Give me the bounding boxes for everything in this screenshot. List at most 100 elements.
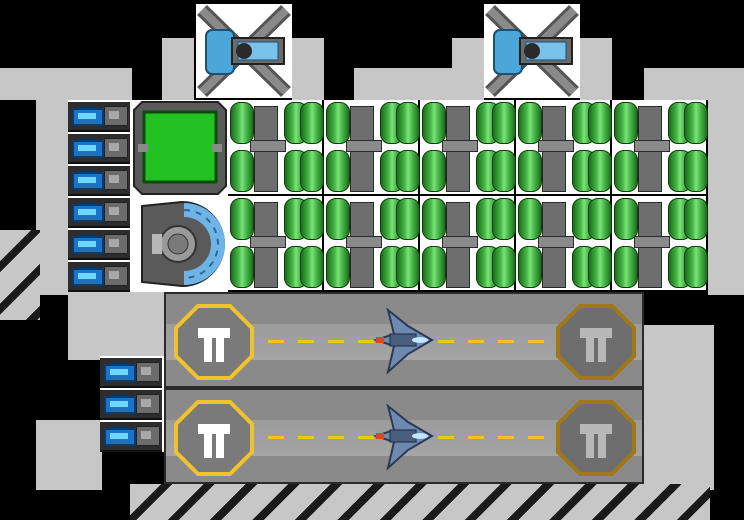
thruster-cell[interactable] — [68, 102, 130, 132]
cargo-tank-module[interactable] — [420, 196, 516, 290]
landing-pad-right-icon — [556, 400, 636, 476]
tank-icon — [588, 150, 612, 192]
nozzle-icon — [104, 234, 128, 254]
fighter-ship-icon[interactable] — [372, 306, 436, 376]
hull-left-lower — [68, 292, 166, 360]
tank-icon — [422, 246, 446, 288]
cargo-tank-module[interactable] — [324, 100, 420, 194]
tank-icon — [684, 102, 708, 144]
pipe-icon — [538, 140, 574, 152]
tank-icon — [396, 102, 420, 144]
hull-top-under-turret-2b — [580, 38, 612, 100]
tank-icon — [422, 150, 446, 192]
pipe-icon — [250, 236, 286, 248]
thruster-glow-icon — [104, 428, 136, 446]
tank-icon — [396, 246, 420, 288]
pipe-icon — [538, 236, 574, 248]
thruster-bank-lower — [100, 356, 164, 452]
shield-module[interactable] — [132, 196, 228, 292]
tank-icon — [492, 198, 516, 240]
tank-icon — [422, 198, 446, 240]
hull-bottom-stripe — [130, 484, 710, 520]
hull-top-left — [0, 68, 132, 100]
tank-icon — [230, 198, 254, 240]
tank-icon — [684, 246, 708, 288]
landing-pad-left-icon — [174, 304, 254, 380]
cargo-tank-grid — [228, 100, 708, 292]
cargo-tank-module[interactable] — [612, 100, 708, 194]
thruster-cell[interactable] — [68, 134, 130, 164]
tank-icon — [518, 246, 542, 288]
turret-1[interactable] — [196, 4, 292, 98]
thruster-cell[interactable] — [68, 166, 130, 196]
fighter-ship-icon[interactable] — [372, 402, 436, 472]
nozzle-icon — [104, 138, 128, 158]
thruster-cell[interactable] — [100, 358, 162, 388]
thruster-cell[interactable] — [68, 198, 130, 228]
tank-icon — [326, 150, 350, 192]
pipe-icon — [250, 140, 286, 152]
tank-icon — [396, 150, 420, 192]
tank-icon — [300, 102, 324, 144]
cargo-tank-module[interactable] — [516, 100, 612, 194]
tank-icon — [396, 198, 420, 240]
tank-icon — [326, 102, 350, 144]
cargo-tank-module[interactable] — [228, 196, 324, 290]
thruster-glow-icon — [72, 140, 104, 158]
thruster-cell[interactable] — [100, 422, 162, 452]
tank-icon — [492, 246, 516, 288]
tank-icon — [230, 102, 254, 144]
landing-pad-right-icon — [556, 304, 636, 380]
tank-icon — [422, 102, 446, 144]
tank-icon — [326, 198, 350, 240]
tank-icon — [614, 102, 638, 144]
cargo-tank-module[interactable] — [324, 196, 420, 290]
tank-icon — [300, 246, 324, 288]
pipe-icon — [346, 236, 382, 248]
turret-2[interactable] — [484, 4, 580, 98]
tank-icon — [588, 246, 612, 288]
hull-top-right — [644, 68, 744, 100]
tank-icon — [588, 102, 612, 144]
pipe-icon — [442, 236, 478, 248]
cargo-tank-module[interactable] — [516, 196, 612, 290]
turret-icon — [197, 4, 291, 98]
thruster-cell[interactable] — [68, 262, 130, 292]
cargo-tank-module[interactable] — [228, 100, 324, 194]
hull-left-wall — [36, 100, 68, 295]
hull-top-under-turret-1b — [292, 38, 324, 100]
reactor-module[interactable] — [132, 100, 228, 196]
pipe-icon — [442, 140, 478, 152]
tank-icon — [300, 150, 324, 192]
thruster-glow-icon — [72, 172, 104, 190]
landing-pad-left-icon — [174, 400, 254, 476]
hull-right-wall — [708, 100, 744, 295]
tank-icon — [684, 150, 708, 192]
shield-generator-icon — [141, 200, 225, 288]
nozzle-icon — [104, 170, 128, 190]
thruster-glow-icon — [72, 236, 104, 254]
nozzle-icon — [136, 362, 160, 382]
thruster-cell[interactable] — [100, 390, 162, 420]
tank-icon — [614, 150, 638, 192]
nozzle-icon — [104, 106, 128, 126]
thruster-bank-upper — [68, 100, 132, 292]
tank-icon — [614, 198, 638, 240]
tank-icon — [230, 150, 254, 192]
hull-top-mid — [354, 68, 452, 100]
hull-right-lower — [642, 325, 714, 490]
hull-left-lower-2 — [36, 420, 102, 490]
hangar-bay-2[interactable] — [164, 388, 644, 484]
cargo-tank-module[interactable] — [612, 196, 708, 290]
hangar-bay-1[interactable] — [164, 292, 644, 388]
thruster-glow-icon — [72, 268, 104, 286]
hull-left-stripe — [0, 230, 40, 320]
nozzle-icon — [136, 394, 160, 414]
tank-icon — [518, 150, 542, 192]
thruster-cell[interactable] — [68, 230, 130, 260]
thruster-glow-icon — [72, 204, 104, 222]
hull-top-under-turret-1 — [162, 38, 194, 100]
tank-icon — [492, 102, 516, 144]
thruster-glow-icon — [72, 108, 104, 126]
cargo-tank-module[interactable] — [420, 100, 516, 194]
